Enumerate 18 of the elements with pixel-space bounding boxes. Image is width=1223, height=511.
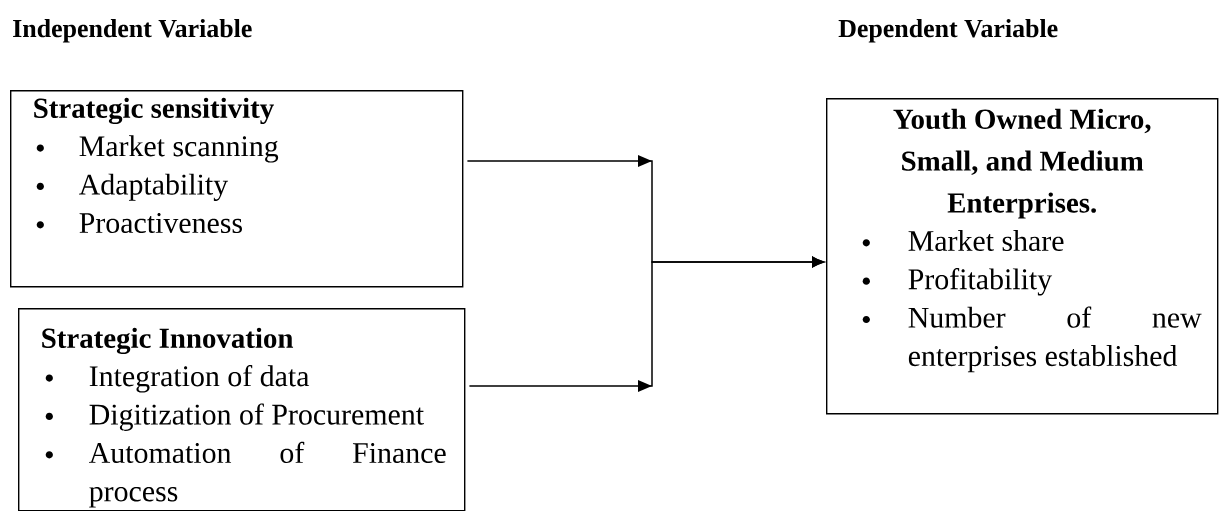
heading: Strategic Innovation [42, 327, 294, 355]
list-item: Proactiveness [36, 213, 242, 234]
list-item: Adaptability [36, 173, 229, 201]
list-item: Market share [862, 230, 1064, 252]
list-item: Digitization of Procurement [45, 403, 424, 431]
list-item: Profitability [862, 268, 1053, 296]
text-box [18, 308, 466, 511]
list-item: Integration of data [45, 365, 310, 393]
text-box [826, 98, 1219, 415]
text-box [10, 90, 464, 288]
list-item: Automation of Finance process [45, 441, 446, 508]
list-item: Market scanning [36, 135, 279, 163]
column-heading: Dependent Variable [838, 19, 1058, 43]
column-heading: Independent Variable [13, 19, 252, 43]
heading: Strategic sensitivity [34, 97, 274, 125]
heading: Youth Owned Micro, Small, and Medium Enterprises. [893, 108, 1151, 219]
list-item: Number of new enterprises established [862, 306, 1202, 373]
arrow [468, 256, 825, 392]
